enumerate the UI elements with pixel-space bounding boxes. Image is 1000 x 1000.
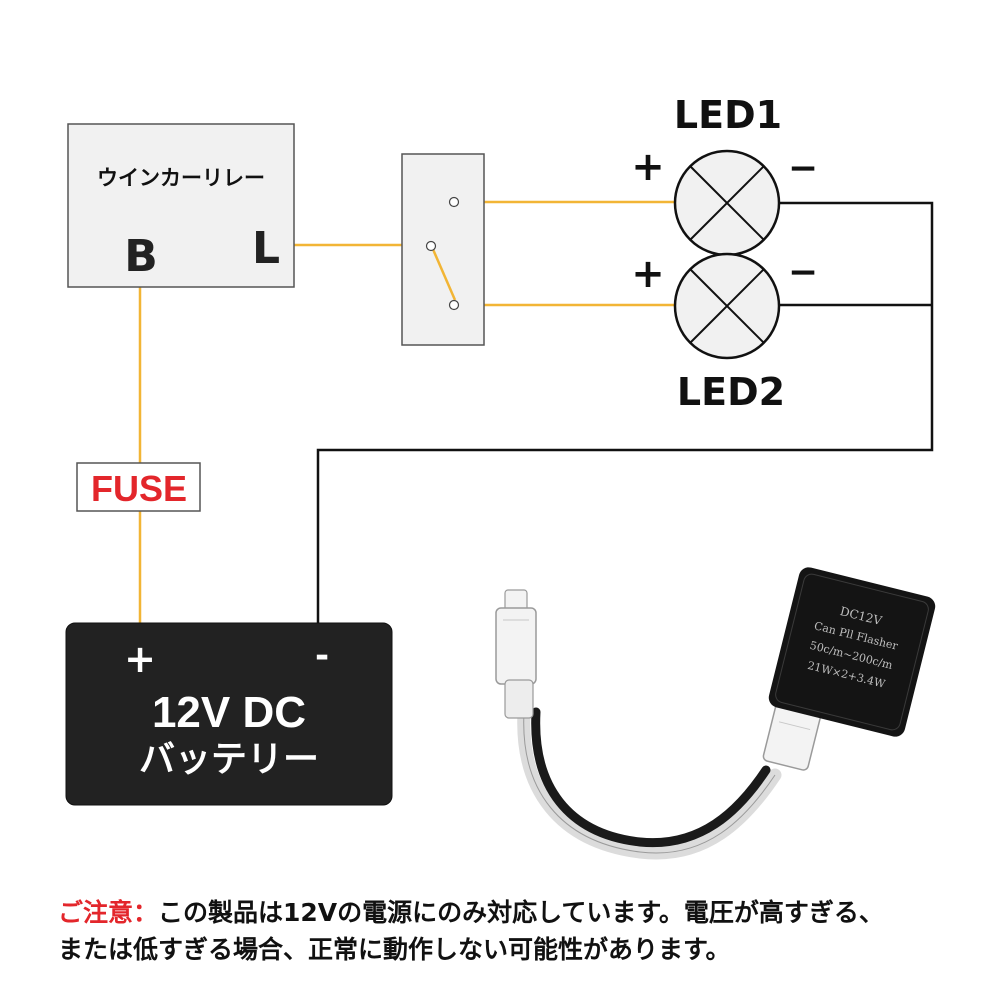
battery-minus: - (315, 636, 329, 676)
relay-box (67, 123, 295, 288)
switch-lever (430, 246, 457, 301)
caution-note-line1: ご注意：この製品は12Vの電源にのみ対応しています。電圧が高すぎる、 (58, 893, 978, 929)
switch-contact-bottom (448, 299, 460, 311)
led1-minus: − (788, 148, 818, 189)
flasher-relay-product-image: DC12V Can Pll Flasher 50c/m~200c/m 21W×2… (495, 567, 936, 860)
product-relay-body: DC12V Can Pll Flasher 50c/m~200c/m 21W×2… (768, 567, 936, 737)
led2-lamp-icon (673, 252, 781, 360)
relay-terminal-l: L (252, 223, 280, 274)
product-cable-black (531, 707, 771, 848)
battery-name: バッテリー (139, 739, 319, 780)
switch-contact-top (448, 196, 460, 208)
caution-text-line1: この製品は12Vの電源にのみ対応しています。電圧が高すぎる、 (158, 898, 884, 927)
fuse-box (76, 462, 201, 512)
ground-wire (316, 201, 934, 625)
caution-text-line2: または低すぎる場合、正常に動作しない可能性があります。 (58, 935, 731, 964)
fuse-label: FUSE (91, 468, 187, 509)
battery-voltage: 12V DC (152, 688, 306, 737)
caution-label: ご注意： (58, 898, 159, 927)
led2-plus: + (631, 251, 665, 297)
relay-terminal-b: B (124, 231, 158, 282)
led1-lamp-icon (673, 149, 781, 257)
battery-plus: + (124, 637, 156, 681)
led1-label: LED1 (674, 93, 782, 137)
product-cable-white (517, 705, 782, 860)
switch-contact-common (425, 240, 437, 252)
caution-note-line2: または低すぎる場合、正常に動作しない可能性があります。 (58, 930, 978, 966)
relay-title: ウインカーリレー (97, 166, 265, 190)
led2-label: LED2 (677, 370, 785, 414)
led1-plus: + (631, 144, 665, 190)
switch-box (401, 153, 485, 346)
product-left-connector (495, 589, 537, 719)
led2-minus: − (788, 252, 818, 293)
battery-box (65, 622, 393, 806)
